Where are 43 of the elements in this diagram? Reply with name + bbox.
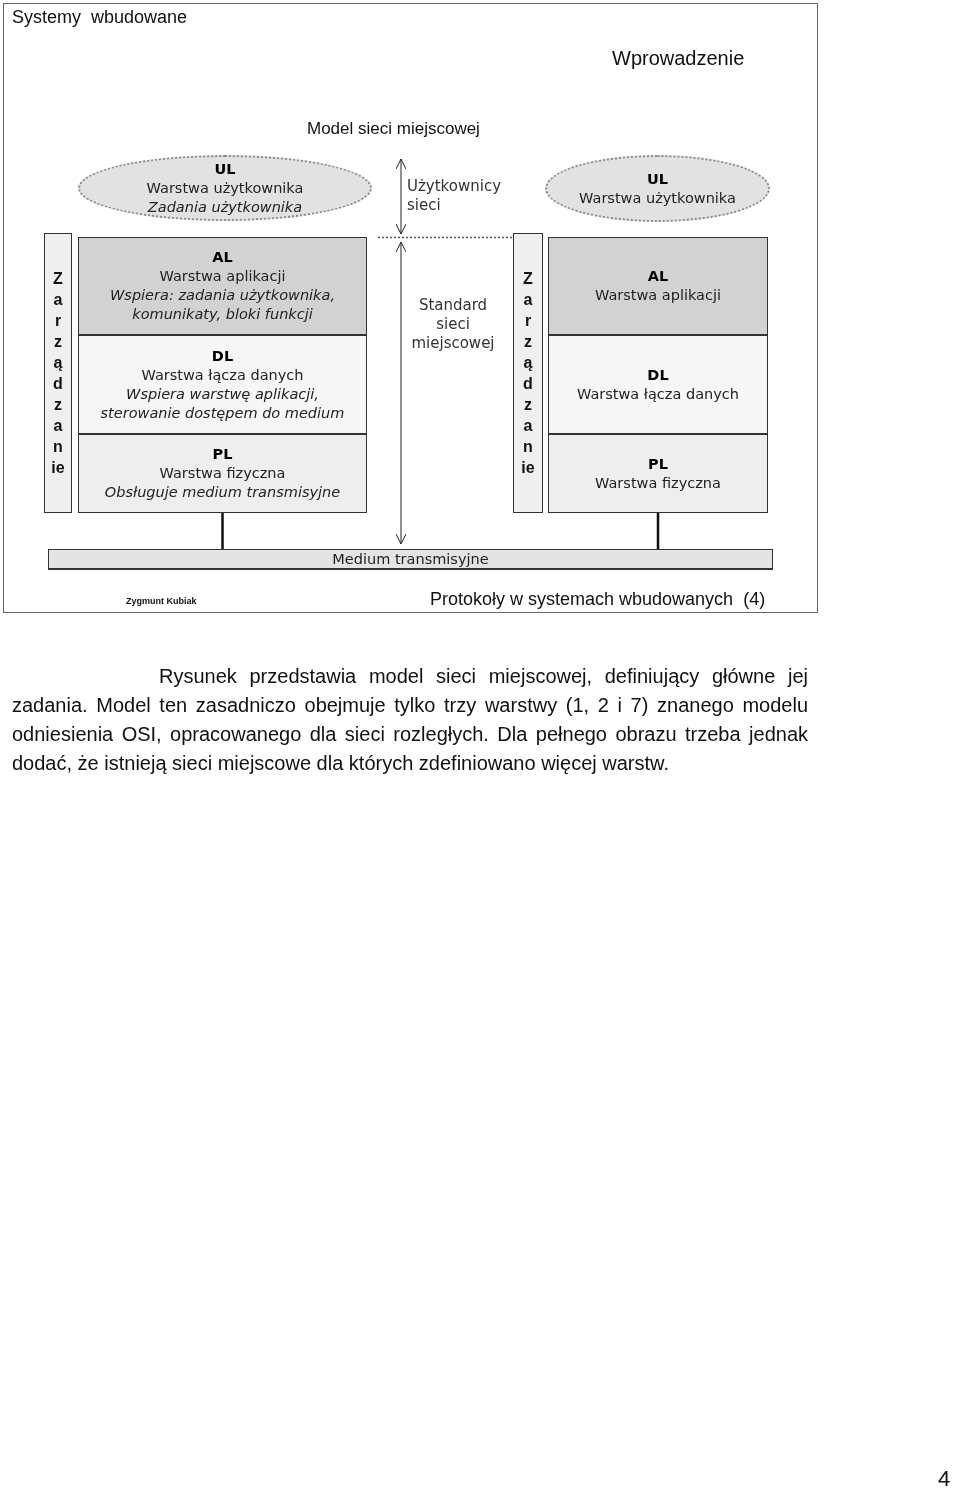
- layer-code: PL: [211, 445, 234, 464]
- management-bar: [44, 233, 72, 513]
- layer-name: Warstwa fizyczna: [158, 464, 287, 483]
- layer-name: Warstwa łącza danych: [140, 365, 305, 385]
- management-bar: [513, 233, 543, 513]
- layer-description: Zadania użytkownika: [146, 197, 304, 217]
- layer-box: [548, 237, 768, 335]
- layer-name: Warstwa użytkownika: [578, 188, 737, 208]
- layer-name: Warstwa aplikacji: [593, 286, 723, 305]
- layer-box: [78, 434, 367, 513]
- vertical-label: Zarządzanie: [51, 269, 65, 478]
- layer-box: [548, 335, 768, 434]
- layer-description: Wspiera: zadania użytkownika, komunikaty, bloki funkcji: [109, 286, 336, 324]
- annotation-text: Użytkownicy sieci: [407, 177, 502, 215]
- layer-name: Warstwa aplikacji: [158, 267, 287, 286]
- connector-line: [656, 513, 660, 549]
- vertical-label: Zarządzanie: [521, 269, 535, 478]
- author-name: Zygmunt Kubiak: [126, 596, 197, 606]
- header-text: Systemy wbudowane: [12, 7, 188, 28]
- layer-name: Warstwa fizyczna: [594, 473, 722, 493]
- layer-code: AL: [646, 267, 670, 286]
- layer-code: AL: [211, 248, 234, 267]
- layer-code: UL: [213, 159, 237, 179]
- layer-code: DL: [210, 346, 235, 366]
- connector-line: [221, 513, 224, 549]
- layer-description: Wspiera warstwę aplikacji, sterowanie dostępem do medium: [99, 384, 346, 423]
- layer-box: [78, 237, 367, 335]
- layer-name: Warstwa użytkownika: [145, 178, 305, 198]
- annotation-text: Standard sieci miejscowej: [410, 296, 496, 353]
- layer-box: [548, 434, 768, 513]
- layer-box: [78, 335, 367, 434]
- layer-code: PL: [647, 454, 669, 474]
- layer-name: Warstwa łącza danych: [576, 384, 740, 404]
- diagram-title: Model sieci miejscowej: [307, 119, 480, 139]
- paragraph: Rysunek przedstawia model sieci miejscowej, definiujący główne jej zadania. Model ten zasadniczo obejmuje tylko trzy warstwy (1, 2 i 7) znanego modelu odniesienia OSI, opracowanego dla sieci rozległych. Dla pełnego obrazu trzeba jednak dodać, że istnieją sieci miejscowe dla których zdefiniowano więcej warstw.: [12, 664, 808, 776]
- medium-label: Medium transmisyjne: [332, 551, 489, 567]
- page-number: 4: [938, 1466, 951, 1492]
- layer-code: DL: [646, 365, 670, 385]
- layer-description: Obsługuje medium transmisyjne: [103, 483, 342, 502]
- medium-bar: [48, 549, 773, 570]
- layer-code: UL: [646, 169, 669, 189]
- footer-text: Protokoły w systemach wbudowanych (4): [430, 589, 766, 610]
- section-title: Wprowadzenie: [612, 47, 745, 70]
